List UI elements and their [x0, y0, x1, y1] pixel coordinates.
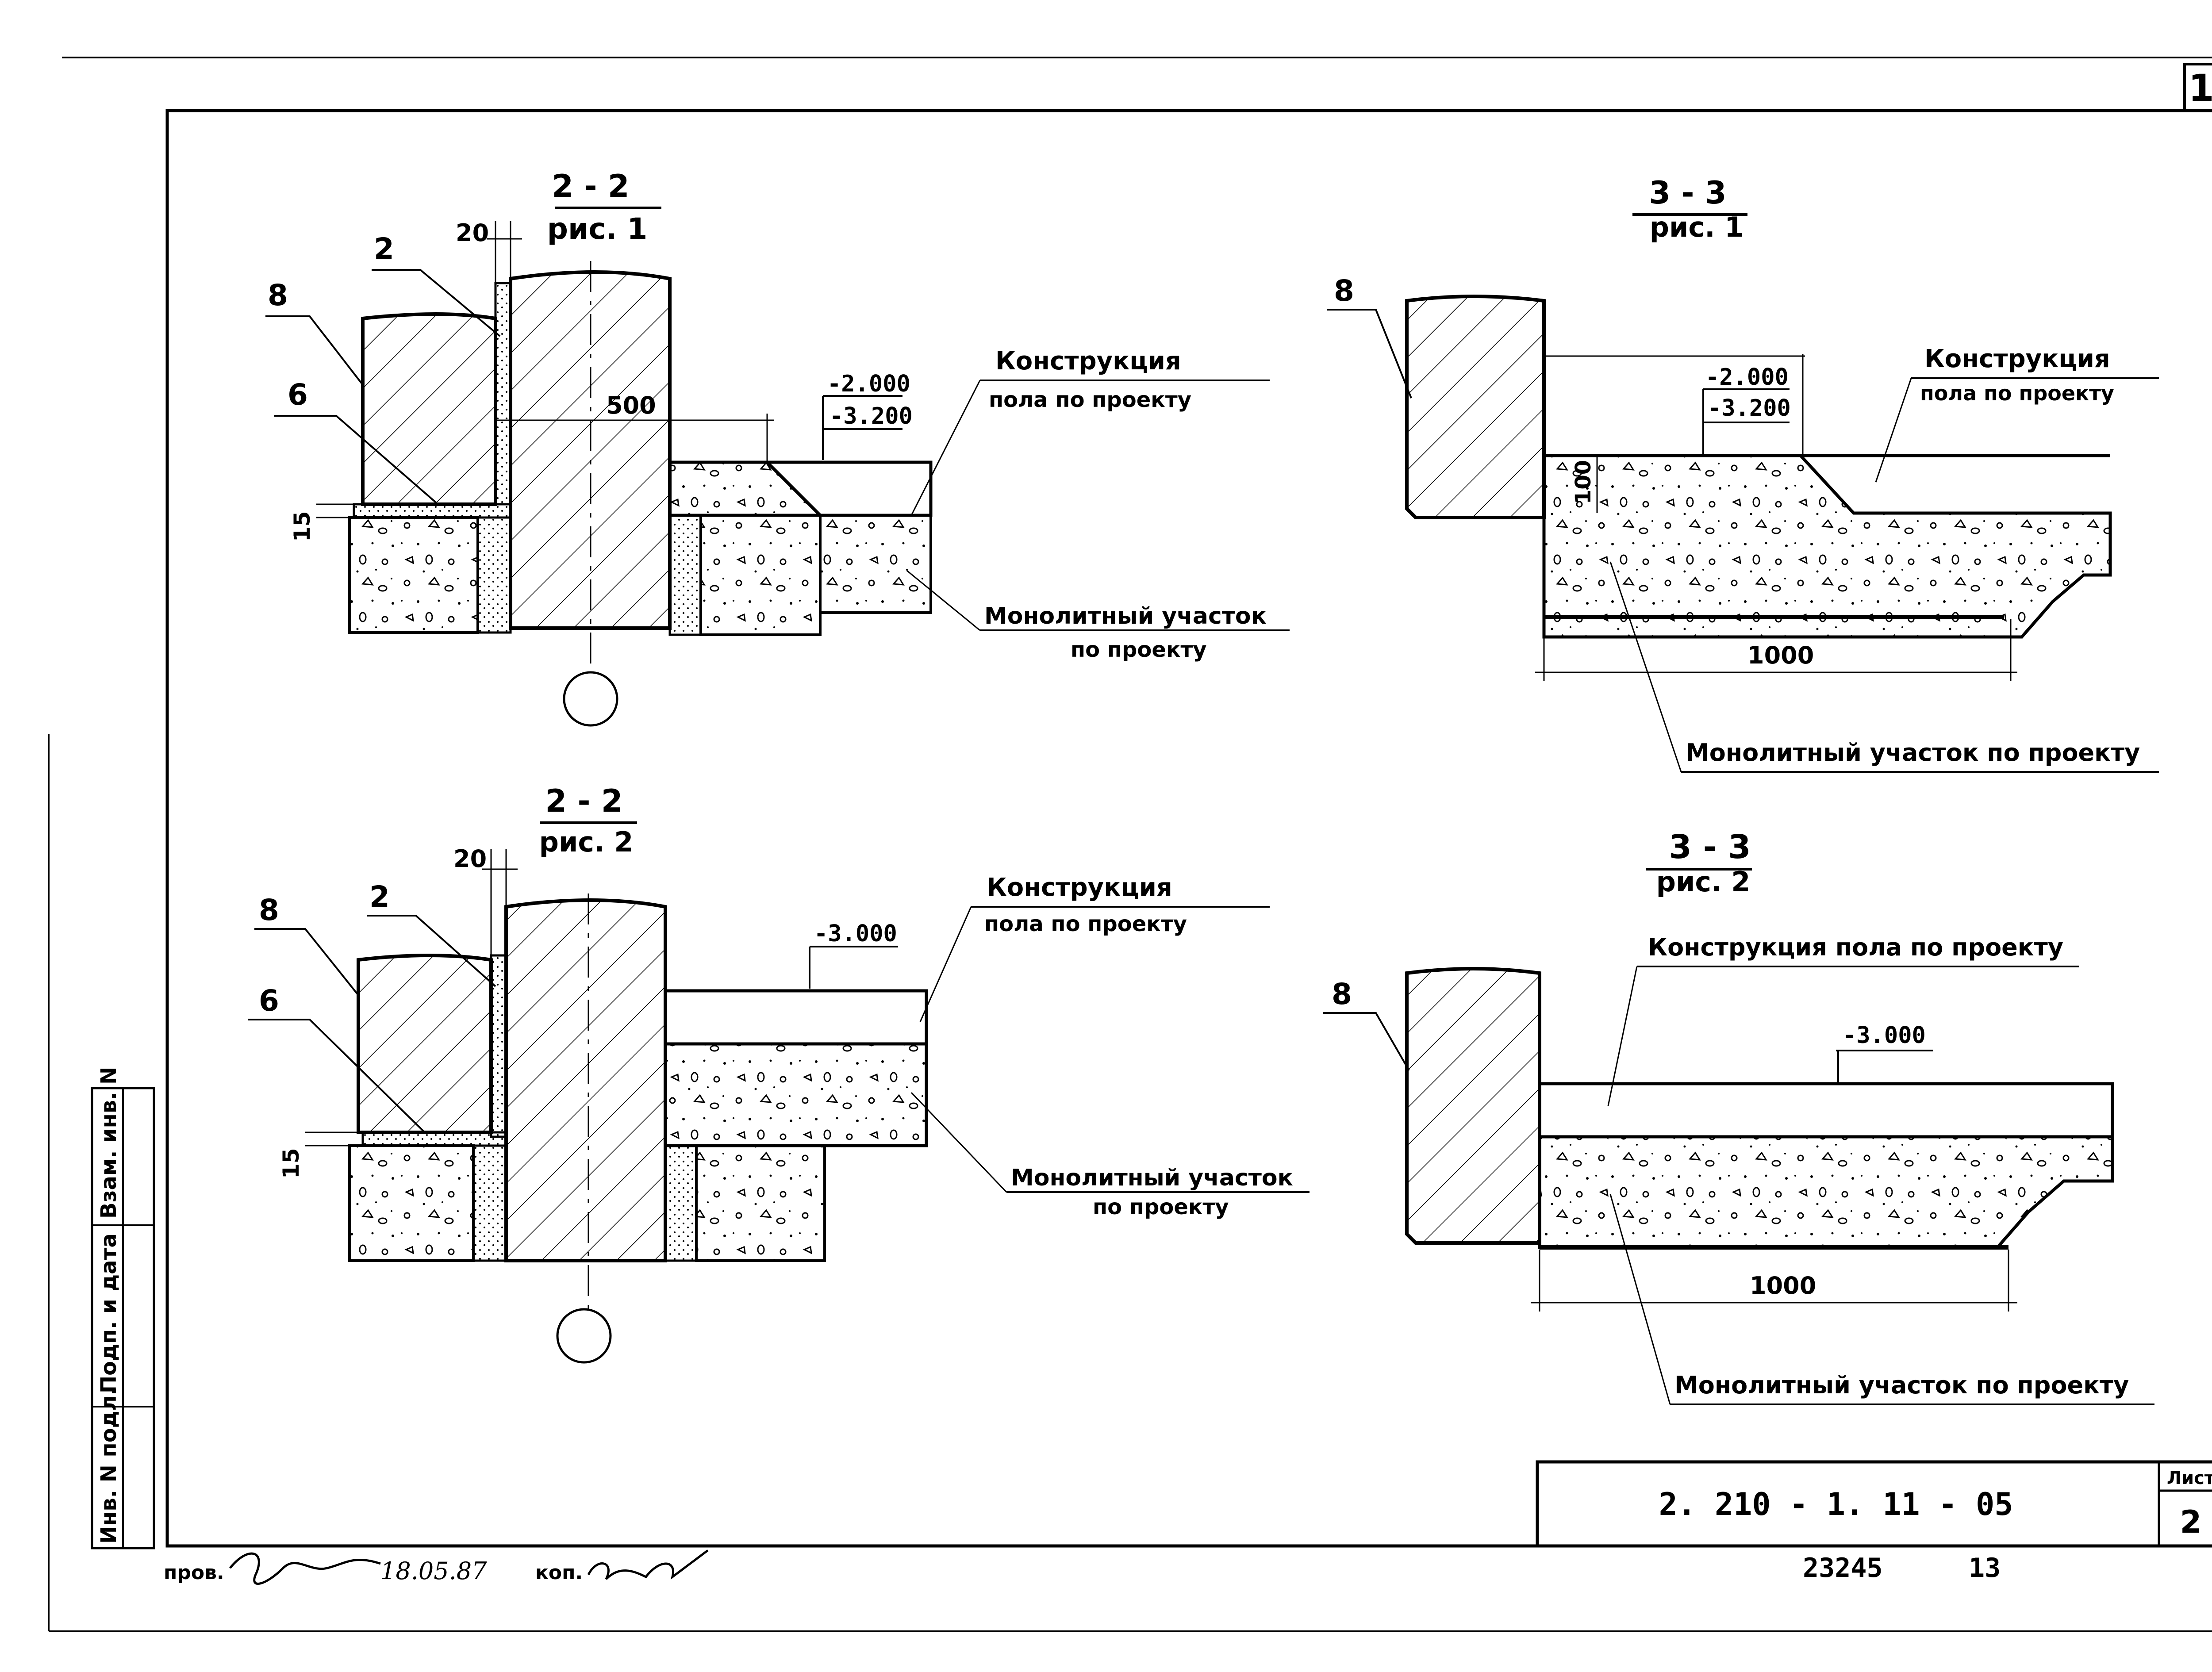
foundation-block	[348, 1144, 475, 1262]
callout-2: 2	[369, 880, 390, 914]
dim-layer: 15	[289, 511, 315, 542]
view-title-bottom: рис. 2	[539, 826, 634, 858]
level-bottom: -3.200	[830, 403, 913, 430]
label-floor-line1: Конструкция	[995, 347, 1181, 376]
checked-label: пров.	[164, 1561, 224, 1584]
side-stamp: Взам. инв. N Подп. и дата Инв. N подл.	[91, 1067, 155, 1549]
dim-length: 500	[606, 391, 656, 419]
dim-depth: 100	[1571, 460, 1596, 504]
level: -3.000	[1843, 1022, 1926, 1049]
mortar-joint	[668, 514, 702, 636]
masonry-wall-8	[361, 312, 497, 506]
floor-construction	[1538, 1082, 2114, 1139]
drawing-designation: 2. 210 - 1. 11 - 05	[1659, 1486, 2013, 1522]
callout-8: 8	[1334, 274, 1354, 308]
leveling-layer-6	[353, 503, 512, 519]
monolithic-section	[819, 514, 932, 614]
view-title-top: 2 - 2	[552, 168, 629, 204]
label-floor-line1: Конструкция	[1924, 345, 2110, 373]
callout-8: 8	[1332, 977, 1352, 1011]
view-title-top: 3 - 3	[1649, 175, 1726, 211]
sheet-frame	[48, 57, 2212, 1632]
level: -3.000	[814, 920, 897, 947]
monolithic-section	[1542, 454, 2112, 639]
foundation-block	[348, 516, 479, 634]
label-mono-line2: по проекту	[1093, 1195, 1229, 1219]
callout-6: 6	[288, 378, 308, 412]
masonry-wall-8	[1405, 295, 1546, 519]
mortar-joint	[664, 1144, 698, 1262]
page-number-box: 12	[2183, 63, 2212, 112]
monolithic-section	[1538, 1135, 2114, 1249]
foundation-block	[695, 1144, 826, 1262]
dim-length: 1000	[1750, 1272, 1816, 1300]
view-title-top: 2 - 2	[545, 783, 622, 819]
sheet-number: 2	[2180, 1504, 2202, 1540]
callout-8: 8	[259, 893, 279, 927]
dim-length: 1000	[1747, 641, 1814, 669]
monolithic-section-top	[668, 460, 824, 517]
label-floor-line2: пола по проекту	[1920, 381, 2114, 405]
section-2-2-fig-2: 2 - 2 рис. 2 8 2 6 20 15 -3.000 Конструк…	[248, 783, 1310, 1364]
stamp-cell-signed: Подп. и дата	[96, 1233, 121, 1393]
mortar-joint	[472, 1144, 507, 1262]
copied-label: коп.	[535, 1561, 583, 1584]
stamp-cell-inventory: Инв. N подл.	[96, 1387, 121, 1544]
checker-signature	[229, 1552, 381, 1585]
callout-2: 2	[374, 232, 394, 266]
insulation-layer-2	[490, 954, 507, 1138]
leveling-layer-6	[361, 1131, 507, 1147]
foundation-block	[699, 514, 822, 636]
axis-marker	[563, 671, 618, 727]
view-title-top: 3 - 3	[1669, 828, 1751, 866]
bottom-notes: пров. 18.05.87 коп. 23245 13	[164, 1549, 2001, 1585]
label-mono-line2: по проекту	[1071, 637, 1207, 662]
label-monolithic: Монолитный участок по проекту	[1674, 1371, 2129, 1399]
label-monolithic: Монолитный участок по проекту	[1686, 739, 2140, 767]
dim-layer: 15	[278, 1148, 304, 1179]
archive-number: 23245	[1803, 1553, 1883, 1584]
callout-6: 6	[259, 984, 279, 1018]
label-mono-line1: Монолитный участок	[984, 603, 1267, 629]
label-floor-line2: пола по проекту	[989, 387, 1191, 412]
label-floor: Конструкция пола по проекту	[1648, 933, 2063, 961]
view-title-bottom: рис. 2	[1656, 866, 1751, 898]
masonry-wall-8	[1405, 967, 1541, 1245]
section-2-2-fig-1: 2 - 2 рис. 1 8 2 6 20 500	[265, 168, 1290, 727]
stamp-cell-replaced: Взам. инв. N	[96, 1067, 121, 1219]
floor-construction	[1801, 454, 2110, 515]
label-floor-line2: пола по проекту	[984, 912, 1187, 936]
dim-gap: 20	[453, 845, 487, 873]
masonry-wall-8	[357, 954, 493, 1134]
page-ref: 13	[1969, 1553, 2001, 1584]
level-bottom: -3.200	[1708, 395, 1791, 422]
view-title-bottom: рис. 1	[1650, 211, 1744, 243]
mortar-joint	[476, 516, 512, 634]
section-3-3-fig-2: 3 - 3 рис. 2 8 -3.000 1000 Конструкция п…	[1323, 828, 2154, 1405]
section-3-3-fig-1: 3 - 3 рис. 1 8 -2.000 -3.200 100 1000 Ко…	[1327, 175, 2159, 773]
axis-marker	[556, 1308, 612, 1364]
callout-8: 8	[268, 278, 288, 312]
monolithic-section	[664, 1042, 928, 1147]
checked-date: 18.05.87	[380, 1557, 487, 1585]
floor-construction	[664, 989, 928, 1046]
label-mono-line1: Монолитный участок	[1011, 1165, 1293, 1191]
label-floor-line1: Конструкция	[987, 873, 1172, 902]
sheet-label: Лист	[2167, 1468, 2212, 1488]
insulation-layer-2	[494, 282, 512, 506]
copier-signature	[587, 1549, 709, 1580]
dim-gap: 20	[456, 219, 489, 247]
level-top: -2.000	[1705, 364, 1789, 391]
concrete-column	[504, 898, 667, 1262]
page-number: 12	[2189, 66, 2212, 110]
title-block: 2. 210 - 1. 11 - 05 Лист 2	[1536, 1460, 2212, 1548]
level-top: -2.000	[827, 371, 910, 397]
view-title-bottom: рис. 1	[547, 212, 648, 246]
